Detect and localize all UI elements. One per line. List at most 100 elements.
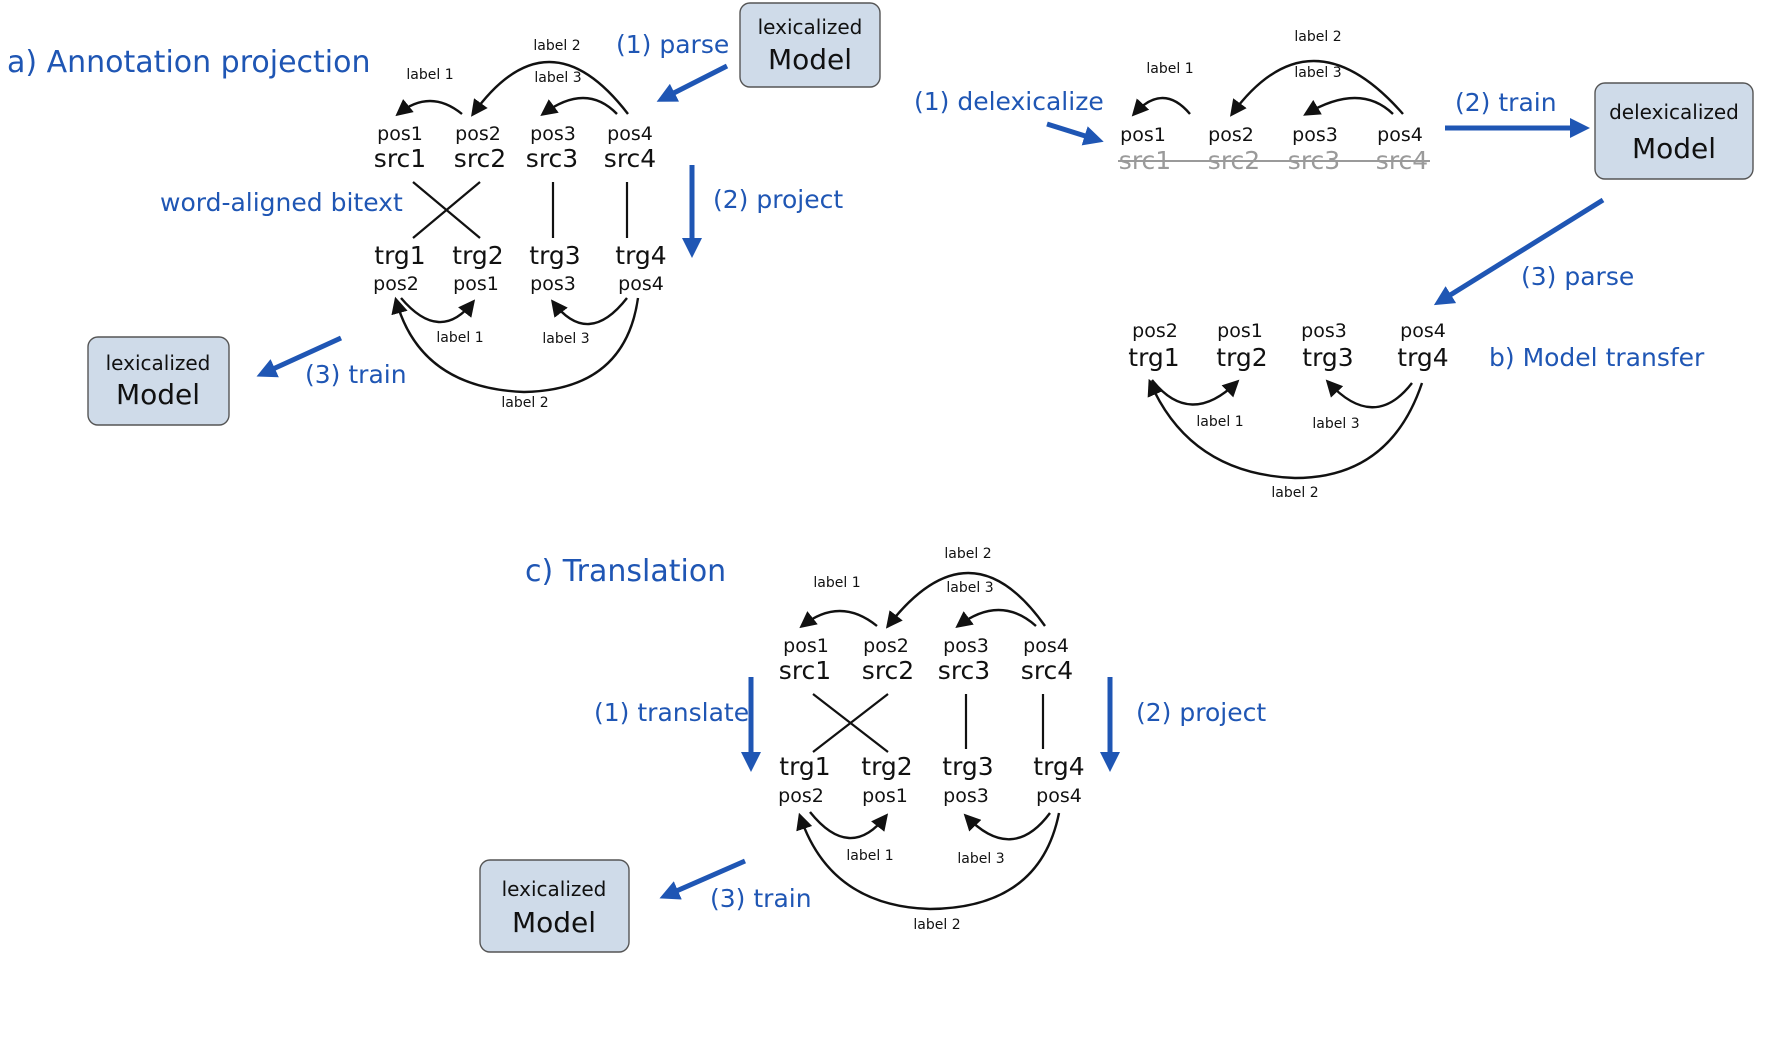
panel-a-title: a) Annotation projection <box>7 45 371 80</box>
src-arc-label3 <box>955 608 1037 629</box>
model-box-big-label: Model <box>512 906 596 939</box>
trg-pos: pos1 <box>1217 320 1263 342</box>
trg-word: trg3 <box>942 752 993 781</box>
src-pos: pos4 <box>1377 124 1423 146</box>
trg-pos: pos2 <box>1132 320 1178 342</box>
trg-label1: label 1 <box>1196 414 1243 430</box>
panel-c-title: c) Translation <box>525 554 726 589</box>
src-label2: label 2 <box>1294 29 1341 45</box>
panel-c-model-box: lexicalized Model <box>479 859 630 953</box>
trg-word: trg2 <box>452 241 503 270</box>
trg-arc-label1 <box>400 297 476 324</box>
bitext-label: word-aligned bitext <box>160 188 403 217</box>
trg-pos: pos3 <box>530 273 576 295</box>
panel-b-step1: (1) delexicalize <box>914 87 1104 116</box>
trg-word: trg1 <box>1128 343 1179 372</box>
src-word: src3 <box>526 144 578 173</box>
trg-word: trg2 <box>861 752 912 781</box>
src-label3: label 3 <box>946 580 993 596</box>
trg-pos: pos3 <box>1301 320 1347 342</box>
src-label1: label 1 <box>1146 61 1193 77</box>
trg-arc-label1 <box>809 811 889 840</box>
trg-word: trg3 <box>529 241 580 270</box>
trg-arc-label3 <box>963 812 1051 841</box>
src-label2: label 2 <box>944 546 991 562</box>
model-box-big-label: Model <box>768 43 852 76</box>
src-word: src2 <box>454 144 506 173</box>
src-word: src4 <box>604 144 656 173</box>
src-label3: label 3 <box>1294 65 1341 81</box>
panel-c-step1: (1) translate <box>594 698 749 727</box>
src-word: src2 <box>862 656 914 685</box>
trg-word: trg1 <box>779 752 830 781</box>
trg-arc-label2 <box>1147 378 1424 480</box>
trg-arc-label3 <box>1325 379 1413 409</box>
trg-label3: label 3 <box>542 331 589 347</box>
trg-label1: label 1 <box>846 848 893 864</box>
panel-annotation-projection: a) Annotation projection lexicalized Mod… <box>7 2 881 426</box>
trg-pos: pos4 <box>618 273 664 295</box>
src-label2: label 2 <box>533 38 580 54</box>
train-arrow <box>659 858 747 900</box>
panel-b-step2: (2) train <box>1455 88 1557 117</box>
model-box-small-label: delexicalized <box>1609 100 1739 124</box>
src-arc-label1 <box>1131 96 1191 117</box>
trg-label2: label 2 <box>1271 485 1318 501</box>
trg-word: trg1 <box>374 241 425 270</box>
src-label1: label 1 <box>813 575 860 591</box>
panel-a-step2: (2) project <box>713 185 843 214</box>
trg-pos: pos1 <box>862 785 908 807</box>
src-word: src1 <box>374 144 426 173</box>
src-arc-label1 <box>799 609 878 629</box>
panel-model-transfer: (1) delexicalize label 1 label 2 label 3… <box>914 29 1754 501</box>
panel-b-model-box: delexicalized Model <box>1594 82 1754 180</box>
model-box-small-label: lexicalized <box>106 351 211 375</box>
trg-pos: pos1 <box>453 273 499 295</box>
src-pos: pos1 <box>783 635 829 657</box>
trg-pos: pos2 <box>778 785 824 807</box>
delexicalize-arrow <box>1046 121 1104 146</box>
src-pos: pos2 <box>455 123 501 145</box>
panel-a-top-model-box: lexicalized Model <box>739 2 881 88</box>
src-pos: pos2 <box>863 635 909 657</box>
src-word: src1 <box>779 656 831 685</box>
src-label3: label 3 <box>534 70 581 86</box>
src-pos: pos3 <box>943 635 989 657</box>
src-arc-label1 <box>395 99 463 117</box>
alignment-line <box>812 693 889 753</box>
trg-pos: pos2 <box>373 273 419 295</box>
src-word: src3 <box>938 656 990 685</box>
src-arc-label2 <box>471 61 629 117</box>
trg-pos: pos3 <box>943 785 989 807</box>
parse-arrow <box>656 63 729 102</box>
src-pos: pos4 <box>607 123 653 145</box>
src-arc-label3 <box>1303 96 1394 116</box>
model-box-big-label: Model <box>1632 132 1716 165</box>
model-box-small-label: lexicalized <box>502 877 607 901</box>
src-arc-label3 <box>540 96 618 117</box>
panel-c-step3: (3) train <box>710 884 812 913</box>
panel-b-title: b) Model transfer <box>1489 343 1705 372</box>
trg-arc-label2 <box>391 296 640 394</box>
src-word: src4 <box>1021 656 1073 685</box>
trg-label2: label 2 <box>913 917 960 933</box>
alignment-line <box>412 181 481 239</box>
trg-arc-label1 <box>1151 379 1240 406</box>
src-arc-label2 <box>885 571 1046 629</box>
src-pos: pos1 <box>377 123 423 145</box>
trg-word: trg4 <box>1397 343 1448 372</box>
panel-translation: c) Translation label 1 label 2 label 3 p… <box>479 546 1266 953</box>
panel-c-step2: (2) project <box>1136 698 1266 727</box>
trg-word: trg2 <box>1216 343 1267 372</box>
model-box-big-label: Model <box>116 378 200 411</box>
trg-label1: label 1 <box>436 330 483 346</box>
trg-label3: label 3 <box>1312 416 1359 432</box>
src-pos: pos2 <box>1208 124 1254 146</box>
src-pos: pos3 <box>530 123 576 145</box>
panel-a-bottom-model-box: lexicalized Model <box>87 336 230 426</box>
trg-label3: label 3 <box>957 851 1004 867</box>
trg-label2: label 2 <box>501 395 548 411</box>
train-arrow <box>256 335 343 378</box>
trg-arc-label2 <box>796 812 1061 911</box>
